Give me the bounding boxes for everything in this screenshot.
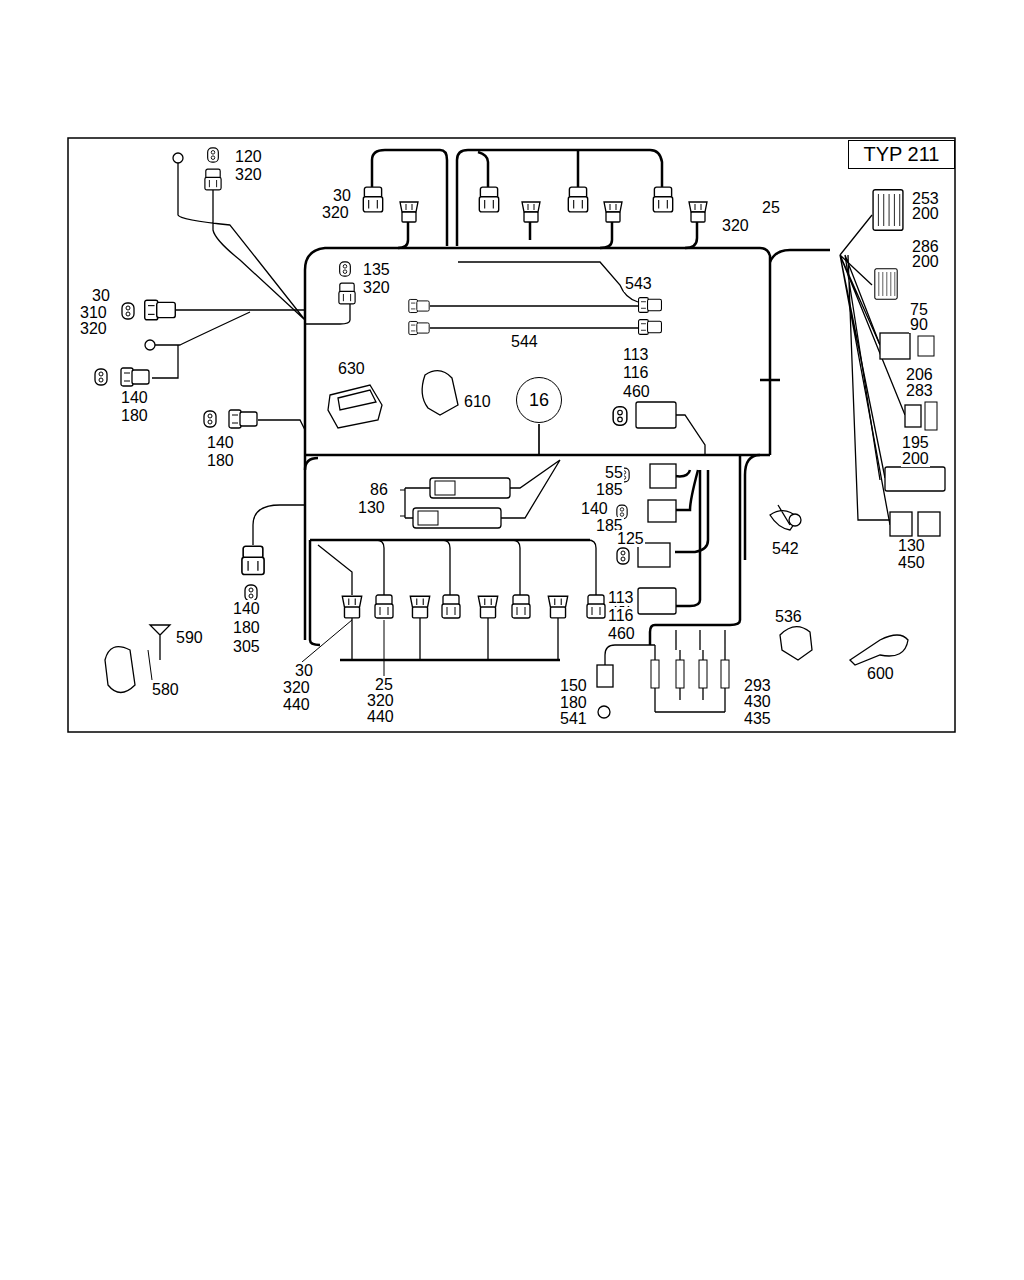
callout-number: 86 [369, 481, 389, 498]
callout-number: 130 [357, 499, 386, 516]
callout-number: 185 [595, 481, 624, 498]
callout-number: 320 [234, 166, 263, 183]
callout-number: 116 [622, 364, 650, 381]
callout-number: 460 [622, 383, 651, 400]
callout-number: 30 [332, 187, 352, 204]
callout-number: 440 [282, 696, 311, 713]
callout-number: 140 [232, 600, 261, 617]
callout-number: 536 [774, 608, 803, 625]
callout-number: 135 [362, 261, 391, 278]
callout-number: 320 [321, 204, 350, 221]
loose-parts [105, 371, 908, 693]
callout-number: 90 [909, 316, 929, 333]
callout-number: 320 [366, 692, 395, 709]
callout-number: 140 [206, 434, 235, 451]
frame [68, 138, 955, 732]
callout-number: 630 [337, 360, 366, 377]
callout-number: 206 [905, 366, 934, 383]
callout-number: 541 [559, 710, 588, 727]
leader-lines [148, 424, 539, 680]
callout-number: 580 [151, 681, 180, 698]
callout-number: 310 [79, 304, 108, 321]
callout-number: 180 [206, 452, 235, 469]
callout-number: 150 [559, 677, 588, 694]
callout-number: 25 [761, 199, 781, 216]
callout-number: 440 [366, 708, 395, 725]
callout-circle: 16 [516, 377, 562, 423]
callout-number: 180 [232, 619, 261, 636]
callout-number: 320 [721, 217, 750, 234]
callout-number: 140 [120, 389, 149, 406]
callout-number: 460 [607, 625, 636, 642]
callout-number: 544 [510, 333, 539, 350]
callout-number: 600 [866, 665, 895, 682]
callout-number: 305 [232, 638, 261, 655]
callout-number: 610 [463, 393, 492, 410]
callout-number: 30 [294, 662, 314, 679]
callout-number: 125 [616, 530, 645, 547]
callout-number: 320 [79, 320, 108, 337]
callout-number: 293 [743, 677, 772, 694]
callout-number: 430 [743, 693, 772, 710]
callout-number: 55 [604, 464, 624, 481]
callout-number: 283 [905, 382, 934, 399]
callout-number: 200 [911, 205, 940, 222]
callout-number: 25 [374, 676, 394, 693]
callout-number: 450 [897, 554, 926, 571]
callout-number: 320 [362, 279, 391, 296]
type-box: TYP 211 [848, 140, 955, 169]
callout-number: 542 [771, 540, 800, 557]
callout-number: 543 [624, 275, 653, 292]
callout-number: 180 [559, 694, 588, 711]
node-text: 16 [529, 390, 549, 411]
callout-number: 195 [901, 434, 930, 451]
callout-number: 113 [622, 346, 650, 363]
connectors [95, 148, 945, 718]
callout-number: 140 [580, 500, 609, 517]
callout-number: 113 [607, 589, 635, 606]
wire-harness [305, 150, 830, 660]
callout-number: 435 [743, 710, 772, 727]
callout-number: 590 [175, 629, 204, 646]
branch-wires [148, 160, 905, 712]
callout-number: 180 [120, 407, 149, 424]
callout-number: 320 [282, 679, 311, 696]
callout-number: 116 [607, 607, 635, 624]
node-text: TYP 211 [864, 143, 940, 166]
callout-number: 200 [901, 450, 930, 467]
callout-number: 120 [234, 148, 263, 165]
callout-number: 130 [897, 537, 926, 554]
callout-number: 200 [911, 253, 940, 270]
callout-number: 30 [91, 287, 111, 304]
